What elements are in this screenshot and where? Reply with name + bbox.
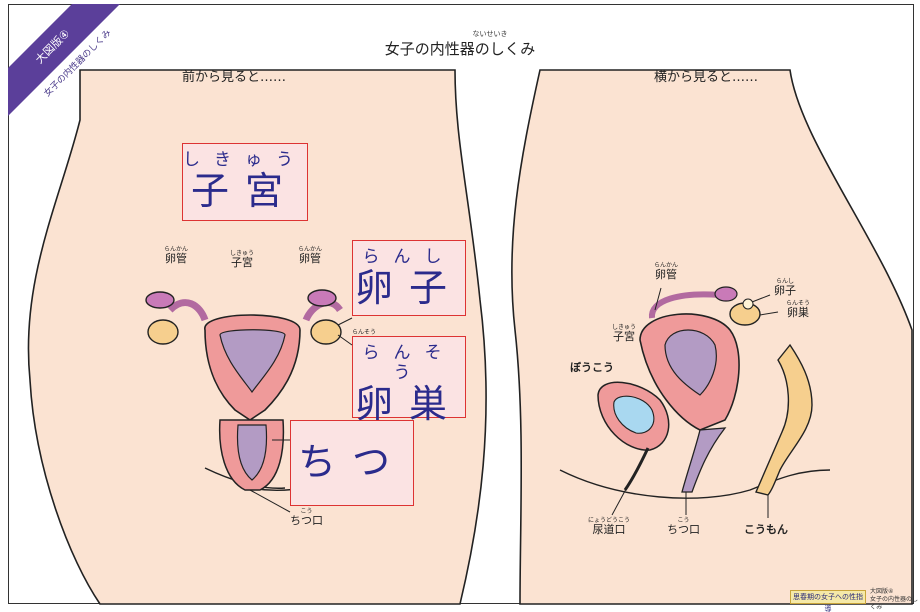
footer-logo: 思春期の女子への性指導 <box>790 590 866 612</box>
side-label-tube: らんかん卵管 <box>654 262 679 281</box>
side-label-egg: らんし卵子 <box>774 278 796 297</box>
box-ovary-ruby: らんそう <box>362 343 456 383</box>
box-uterus-text: 子宮 <box>190 169 299 213</box>
side-label-bladder: ぼうこう <box>570 361 614 374</box>
front-heading: 前から見ると…… <box>182 70 287 85</box>
front-label-ovary-ruby: らんそう <box>352 329 377 336</box>
side-fallopian-tube <box>649 291 721 319</box>
box-uterus: しきゅう 子宮 <box>182 143 308 221</box>
side-heading: 横から見ると…… <box>654 70 759 85</box>
side-label-ovary: らんそう卵巣 <box>786 300 811 319</box>
front-label-tube-left: らんかん卵管 <box>164 246 189 265</box>
box-ovary: らんそう 卵巣 <box>352 336 466 425</box>
front-ovary-left <box>147 319 179 345</box>
side-label-anus: こうもん <box>744 523 788 536</box>
page-title: ないせいき 女子の内性器のしくみ <box>0 30 920 59</box>
footer-ref: 大図版④ 女子の内性器のしくみ <box>870 588 920 612</box>
box-ovary-text: 卵巣 <box>354 382 463 426</box>
side-label-urethra: にょうどうこう尿道口 <box>588 517 631 536</box>
front-label-tube-right: らんかん卵管 <box>298 246 323 265</box>
side-label-uterus: しきゅう子宮 <box>612 324 637 343</box>
front-uterine-cavity <box>219 329 286 394</box>
front-ovary-right <box>310 319 342 345</box>
corner-ribbon: 大図版④ 女子の内性器のしくみ <box>8 4 128 124</box>
side-tube-fimbria <box>714 286 738 302</box>
front-label-vaginal-opening: こうちつ口 <box>290 508 323 527</box>
box-vagina-text: ちつ <box>297 440 406 484</box>
title-text: 女子の内性器のしくみ <box>384 40 536 58</box>
footer-ref-sub: 女子の内性器のしくみ <box>870 596 919 611</box>
title-ruby: ないせいき <box>472 30 508 38</box>
front-fallopian-tubes <box>145 289 343 322</box>
footer-ref-label: 大図版④ <box>870 588 894 595</box>
front-label-uterus: しきゅう子宮 <box>230 250 255 269</box>
box-egg-ruby: らんし <box>362 247 456 267</box>
side-label-vaginal-opening: こうちつ口 <box>667 517 700 536</box>
side-uterine-cavity <box>664 329 717 396</box>
front-vagina-inner <box>236 424 268 481</box>
side-vagina <box>681 427 727 493</box>
side-bladder-inner <box>613 395 655 434</box>
box-vagina: ちつ <box>290 420 414 506</box>
box-egg-text: 卵子 <box>354 266 463 310</box>
side-egg <box>742 298 754 310</box>
side-buttock-crease <box>559 469 831 499</box>
box-egg: らんし 卵子 <box>352 240 466 316</box>
side-rectum <box>755 343 813 496</box>
box-uterus-ruby: しきゅう <box>183 150 307 170</box>
